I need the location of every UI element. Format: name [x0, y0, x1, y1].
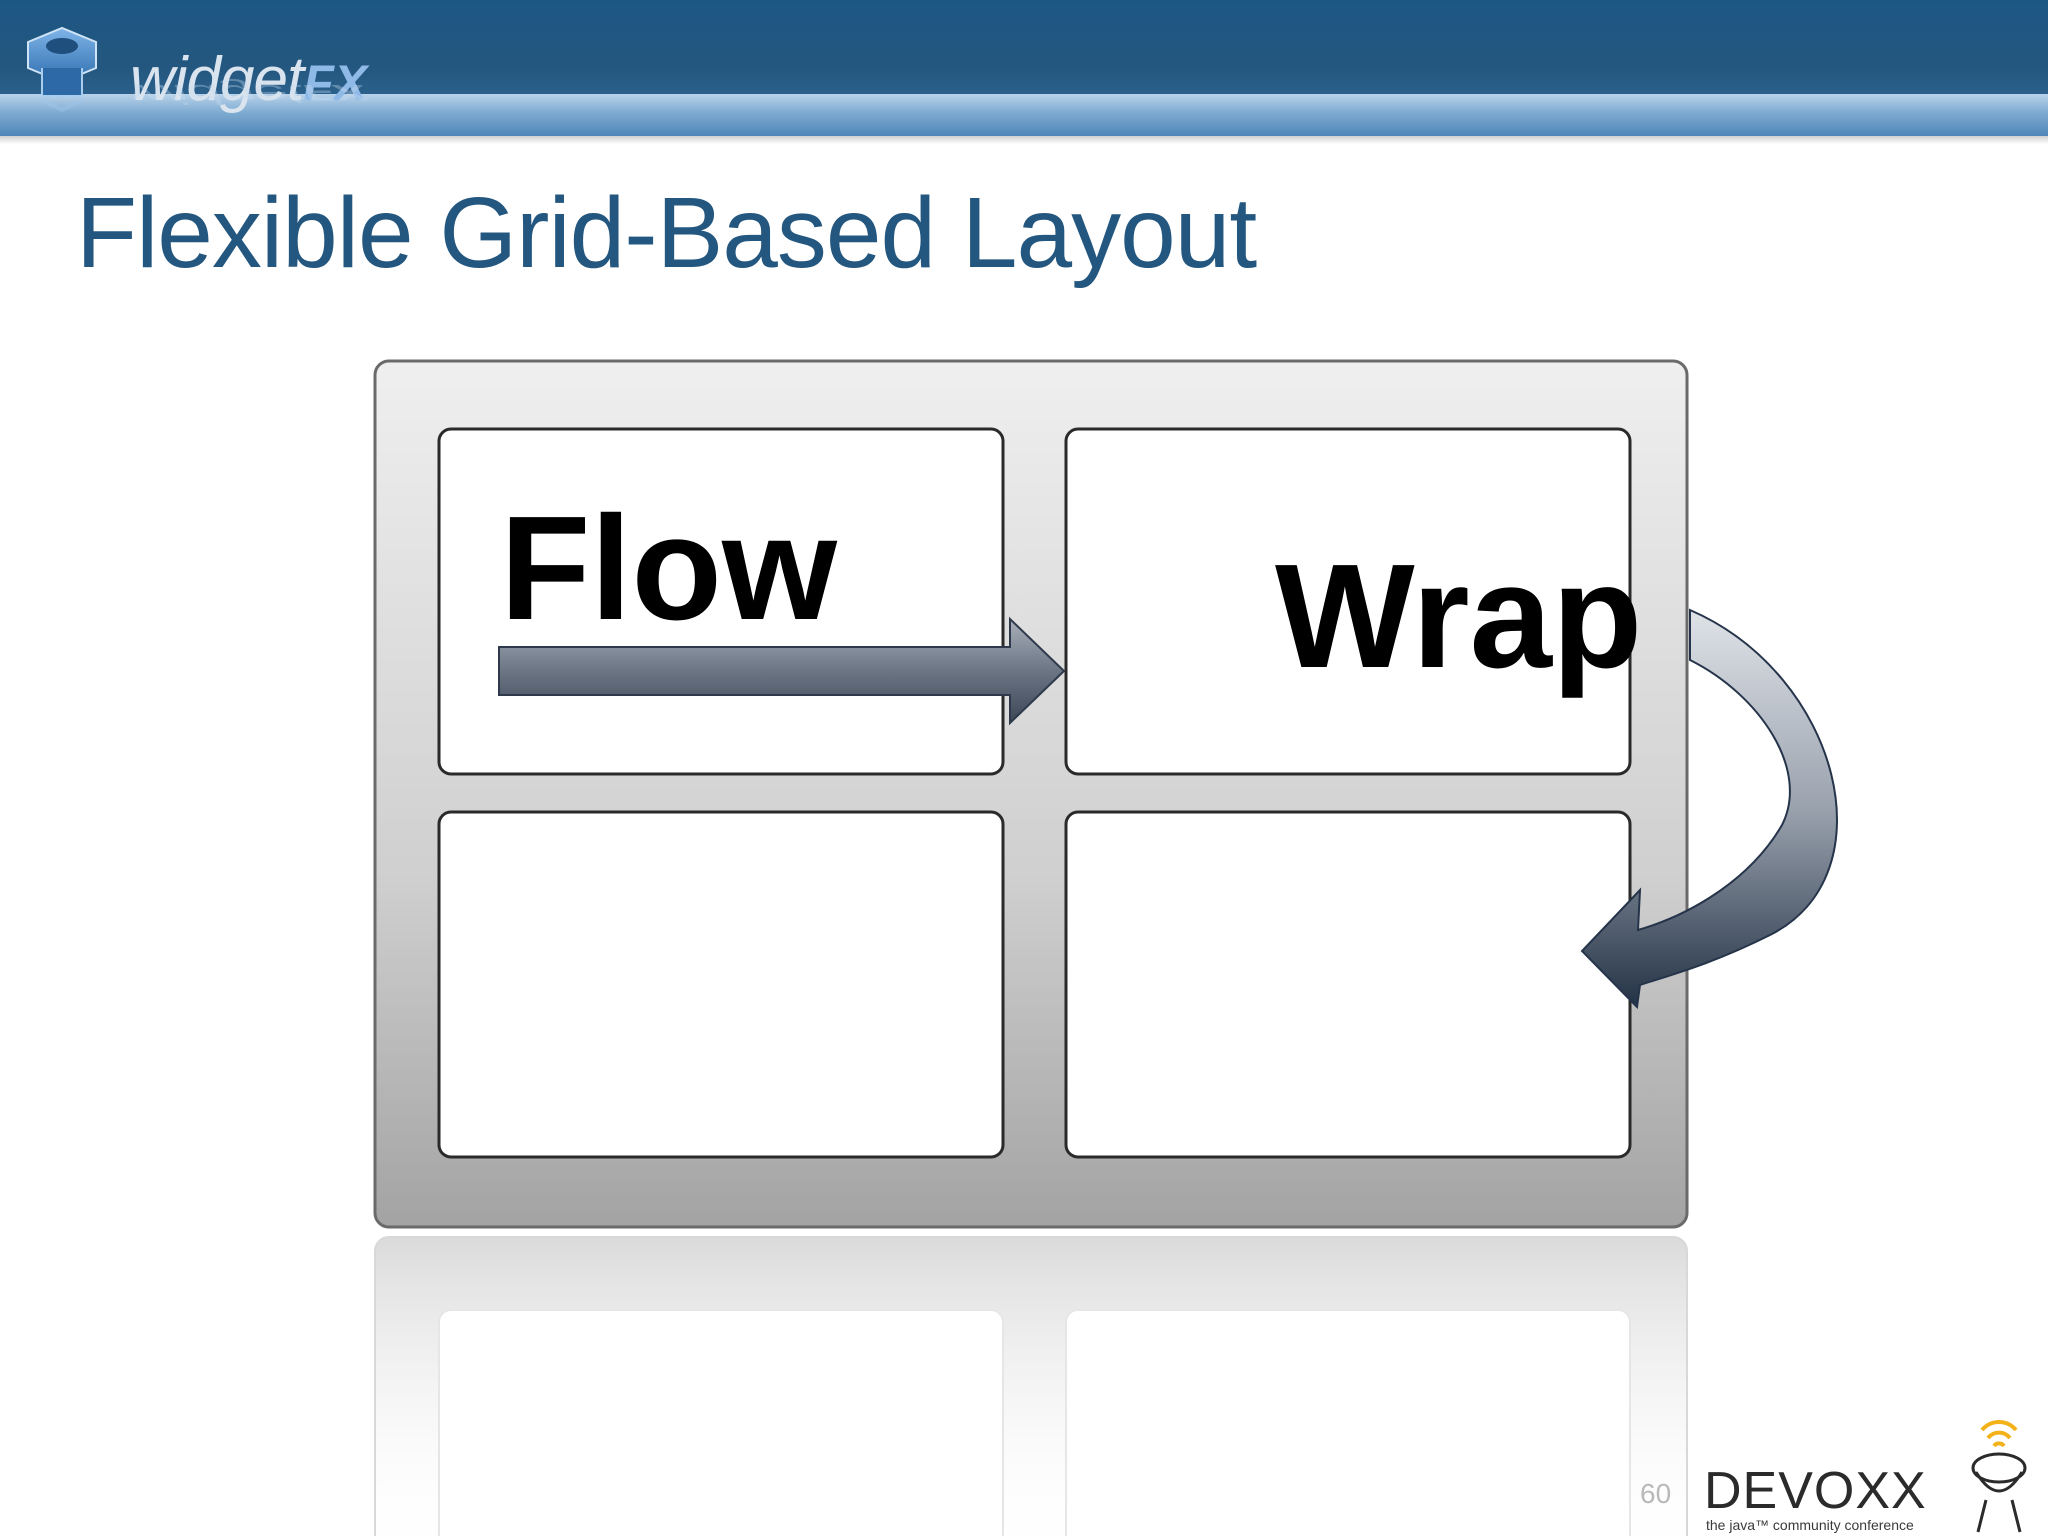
widgetfx-nut-icon — [27, 26, 97, 113]
grid-cell-bottom-right — [1064, 810, 1632, 1159]
logo-reflection: widgetFX — [130, 78, 365, 110]
header-bar — [0, 0, 2048, 96]
page-number: 60 — [1640, 1478, 1672, 1509]
devoxx-mascot-icon — [1971, 1419, 2027, 1533]
wrap-label: Wrap — [1275, 534, 1642, 699]
logo-wordmark: widgetFX — [130, 44, 367, 115]
grid-cell-top-right — [1064, 427, 1632, 776]
logo-wordmark-fx: FX — [303, 55, 368, 111]
logo-reflection-fx: FX — [303, 79, 366, 106]
logo-reflection-name: widget — [130, 78, 304, 110]
flow-label: Flow — [500, 486, 838, 651]
header-band — [0, 94, 2048, 136]
header-shadow — [0, 136, 2048, 144]
logo-wordmark-name: widget — [130, 45, 304, 114]
slide-title: Flexible Grid-Based Layout — [76, 177, 1257, 289]
devoxx-tagline: the java™ community conference — [1706, 1517, 1914, 1533]
flow-arrow — [498, 616, 1066, 726]
grid-layout-diagram: Flow Wrap — [373, 359, 1838, 1536]
devoxx-logo: DEVOXX the java™ community conference — [1704, 1419, 2027, 1533]
devoxx-wordmark: DEVOXX — [1704, 1462, 1927, 1520]
grid-cell-bottom-left — [437, 810, 1005, 1159]
diagram-reflection — [374, 1236, 1688, 1536]
wrap-arrow — [1580, 608, 1838, 1010]
widgetfx-logo: widgetFX widgetFX — [22, 24, 402, 114]
